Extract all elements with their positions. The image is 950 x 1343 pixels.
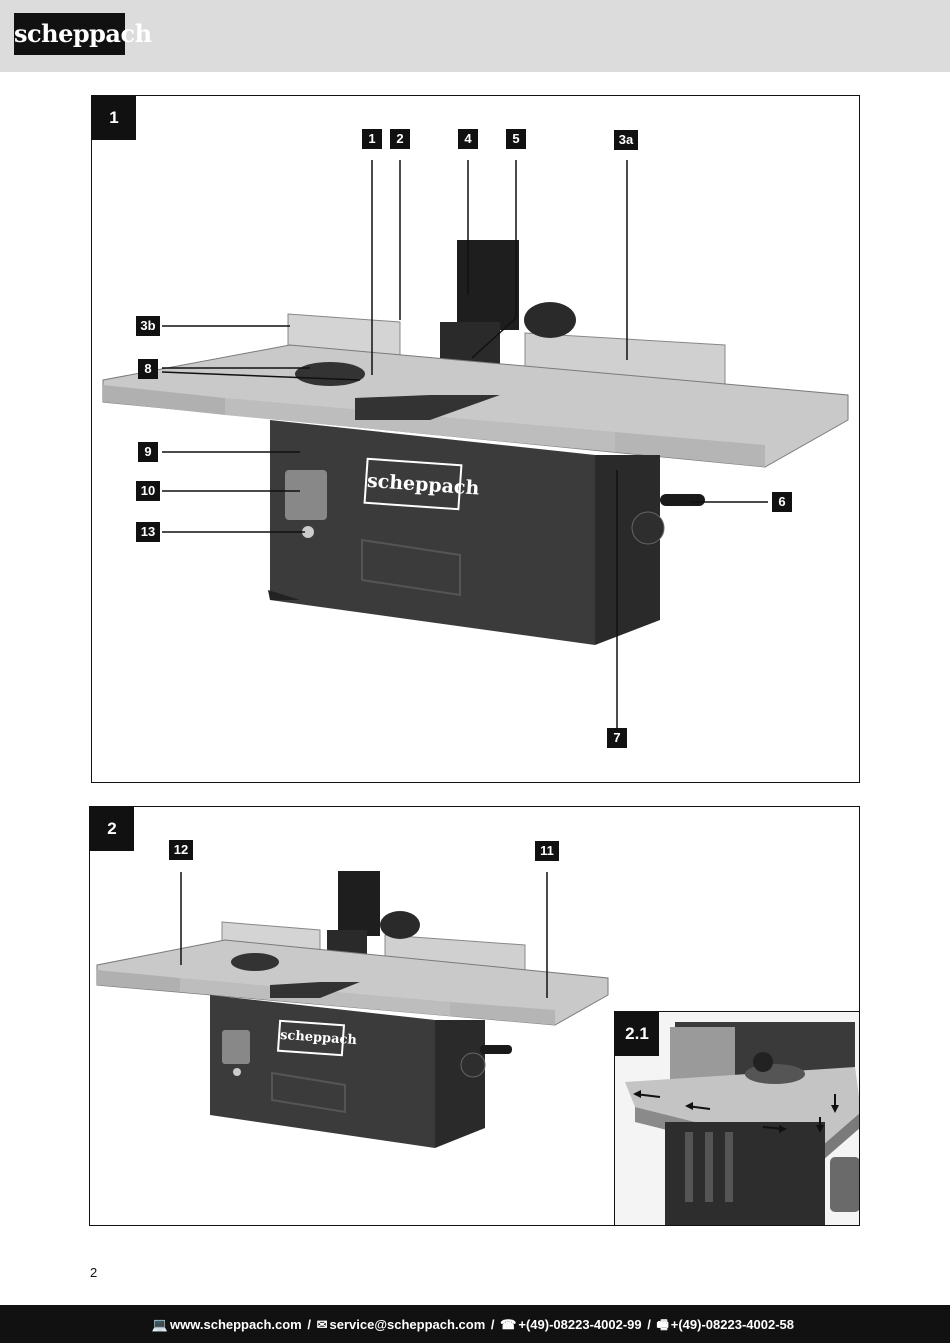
callout-4: 4 (458, 129, 478, 149)
table-edge-detail-image (615, 1012, 859, 1225)
footer-email[interactable]: service@scheppach.com (329, 1317, 486, 1332)
figure-1-number: 1 (92, 96, 136, 140)
footer-phone: +(49)-08223-4002-99 (518, 1317, 642, 1332)
callout-10: 10 (136, 481, 160, 501)
footer-separator: / (647, 1317, 651, 1332)
callout-1: 1 (362, 129, 382, 149)
footer-separator: / (490, 1317, 495, 1332)
callout-12: 12 (169, 840, 193, 860)
callout-9: 9 (138, 442, 158, 462)
page-number: 2 (90, 1265, 98, 1280)
footer-separator: / (307, 1317, 311, 1332)
figure-1-frame: 1 (91, 95, 860, 783)
footer-web[interactable]: www.scheppach.com (170, 1317, 302, 1332)
callout-3a: 3a (614, 130, 638, 150)
figure-2-1-frame: 2.1 (614, 1011, 860, 1226)
figure-2-number: 2 (90, 807, 134, 851)
computer-icon: 💻 (151, 1317, 169, 1332)
figure-2-1-number: 2.1 (615, 1012, 659, 1056)
callout-3b: 3b (136, 316, 160, 336)
footer-contact-line: 💻www.scheppach.com / ✉service@scheppach.… (151, 1316, 795, 1338)
callout-8: 8 (138, 359, 158, 379)
callout-5: 5 (506, 129, 526, 149)
machine-brand-plate-small: scheppach (276, 1019, 357, 1057)
scheppach-logo: scheppach (14, 13, 152, 55)
callout-2: 2 (390, 129, 410, 149)
header-bar: scheppach (0, 0, 950, 72)
callout-11: 11 (535, 841, 559, 861)
callout-6: 6 (772, 492, 792, 512)
phone-icon: ☎ (500, 1317, 517, 1332)
callout-7: 7 (607, 728, 627, 748)
mail-icon: ✉ (316, 1317, 328, 1332)
fax-icon: 🖷 (656, 1317, 669, 1332)
machine-brand-plate: scheppach (363, 457, 480, 511)
footer-bar: 💻www.scheppach.com / ✉service@scheppach.… (0, 1305, 950, 1343)
footer-fax: +(49)-08223-4002-58 (670, 1317, 794, 1332)
callout-13: 13 (136, 522, 160, 542)
